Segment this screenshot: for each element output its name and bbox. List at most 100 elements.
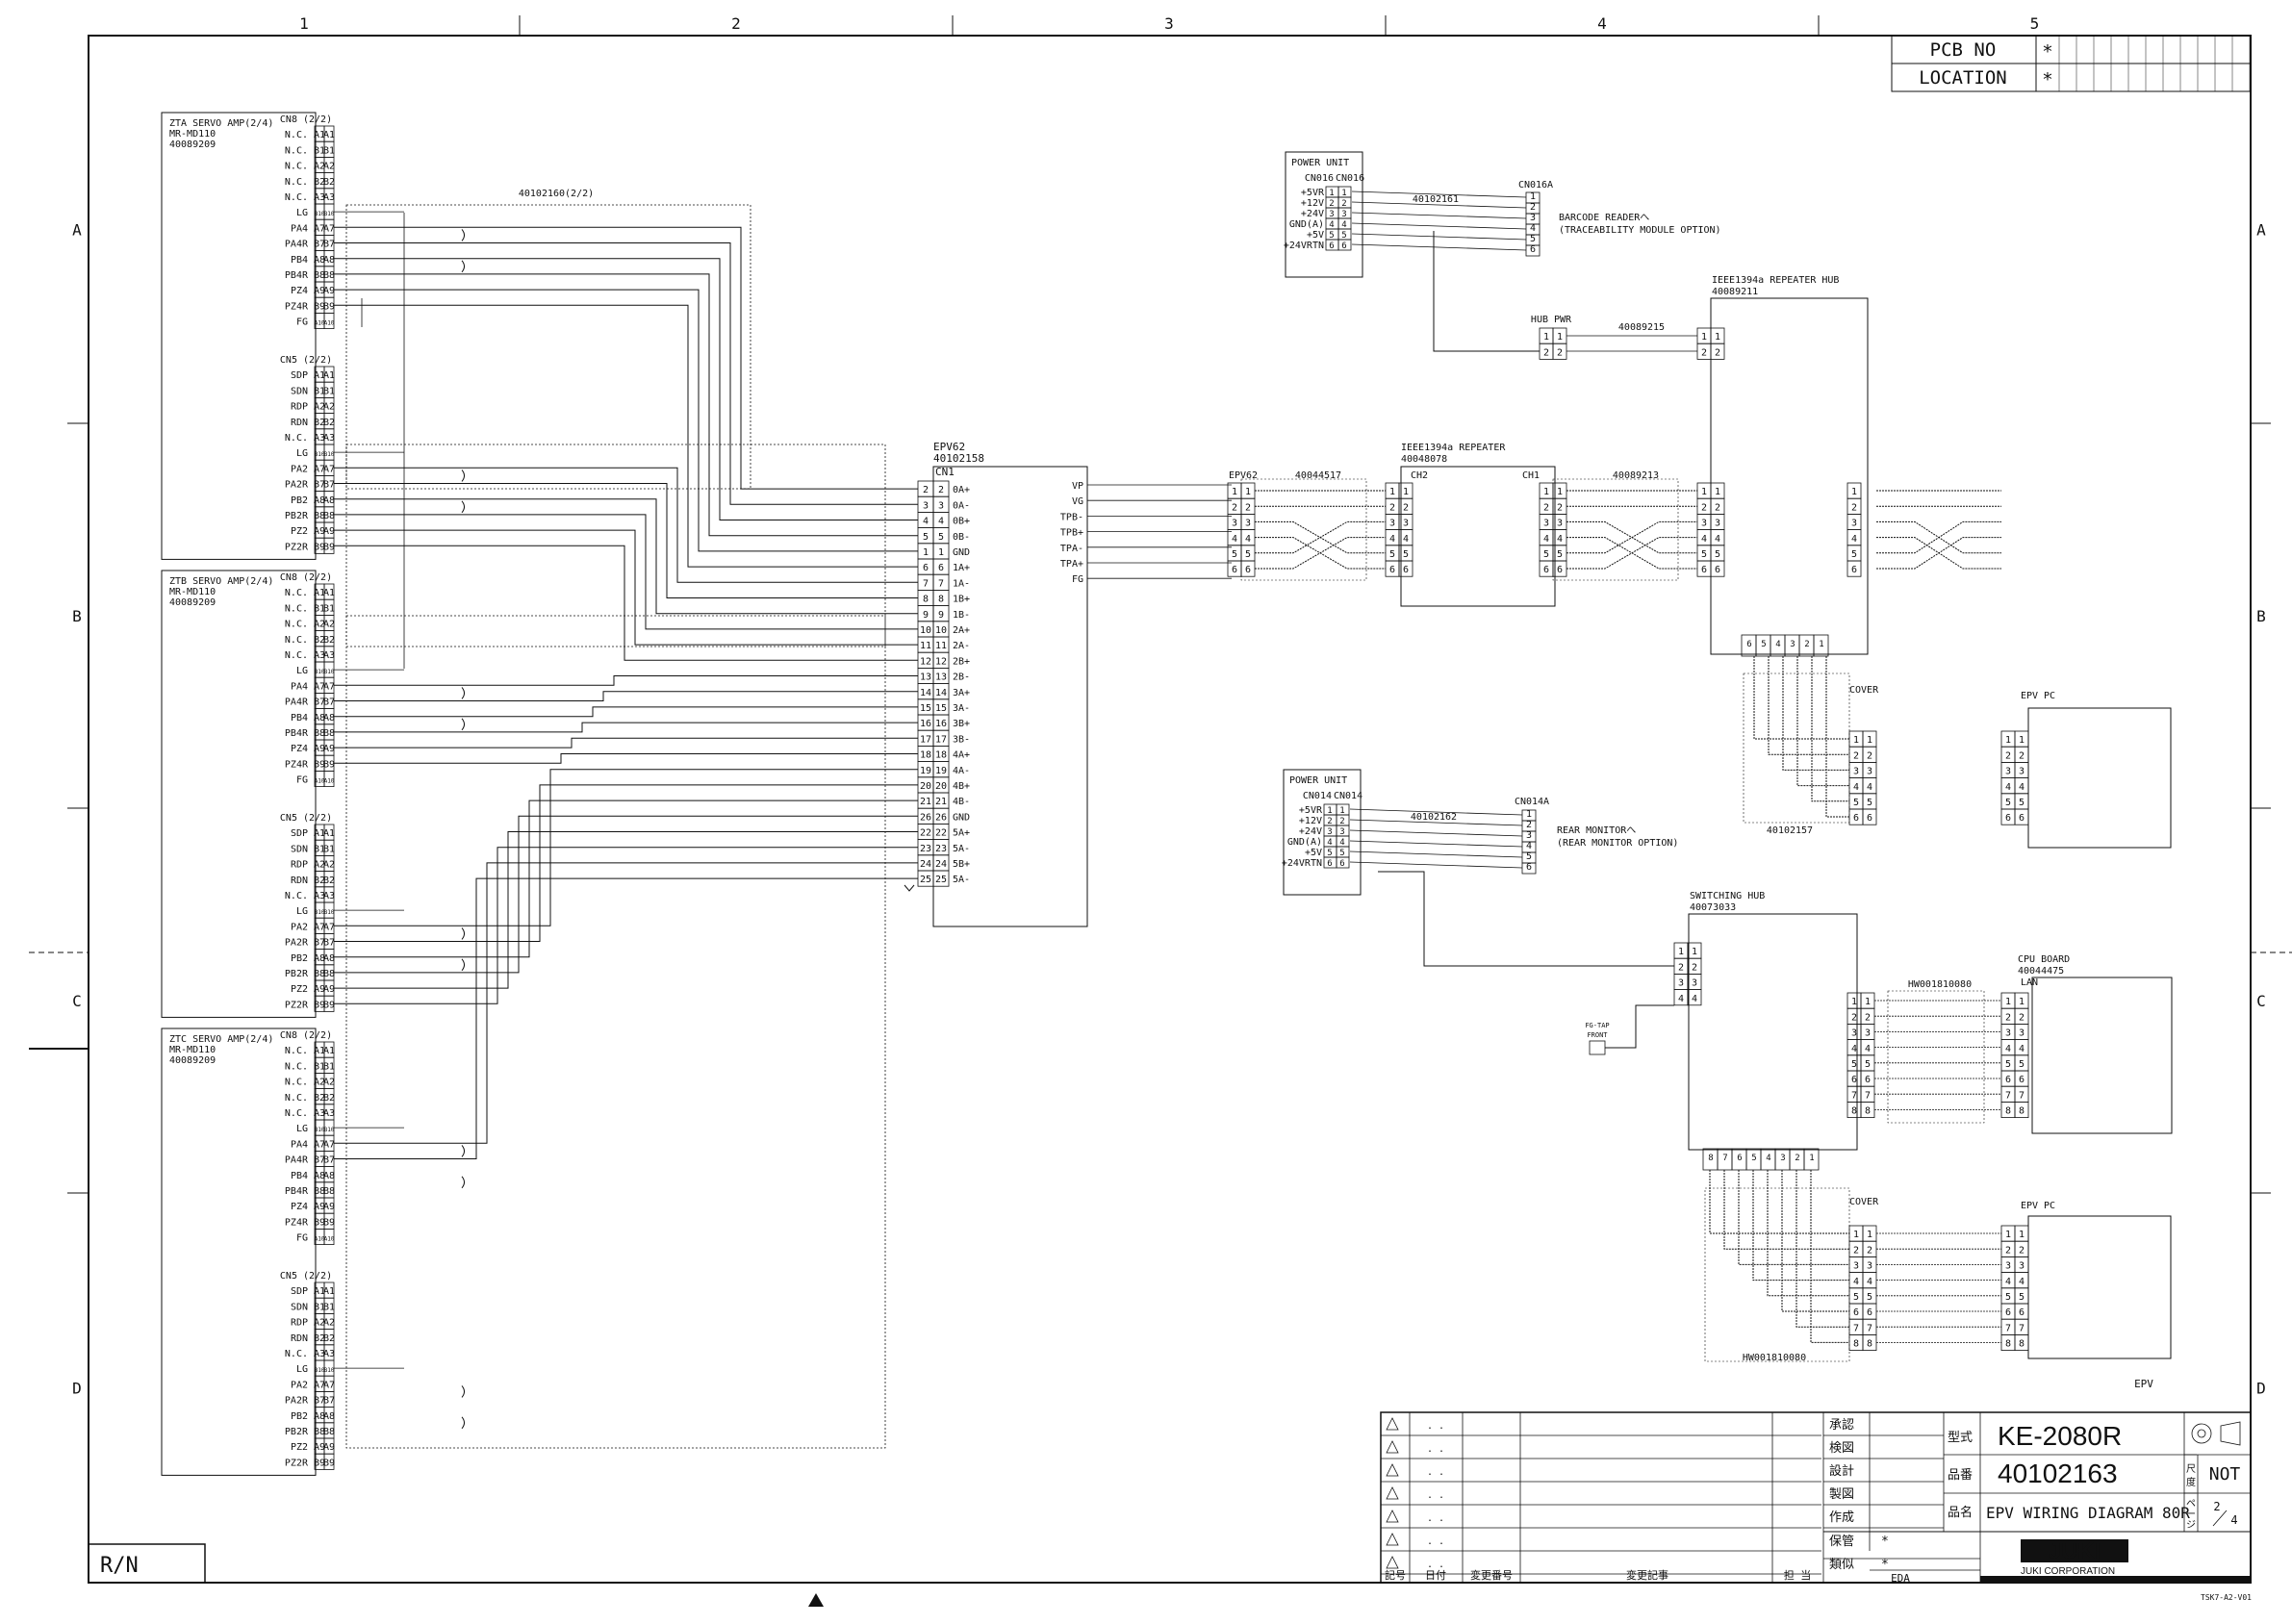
harness-outline <box>1743 672 1850 824</box>
hub-pwr-pin: 2 <box>1557 347 1563 358</box>
cpu-board-part: 40044475 <box>2018 966 2064 977</box>
cover-top-pin: 5 <box>1867 798 1872 808</box>
cn8-pin: B10 <box>324 669 335 675</box>
cn8-pin: A10 <box>315 320 325 327</box>
epv62-pin-no: 5 <box>938 532 944 543</box>
switch-bottom-pin: 1 <box>1809 1154 1814 1163</box>
cn8-signal: LG <box>296 208 308 218</box>
epv-pc-top-pin: 2 <box>2005 750 2011 761</box>
signal-wire <box>334 847 918 1004</box>
cn8-pin: B8 <box>323 270 335 281</box>
cn5-signal: PZ2R <box>285 542 309 552</box>
signal-wire <box>334 289 918 552</box>
repeater-hub-port-pin: 1 <box>1701 487 1707 497</box>
pu-b-wire <box>1349 850 1523 858</box>
epv62-pin-no: 12 <box>920 656 931 667</box>
epv62-pin-no: 5 <box>923 532 929 543</box>
cover-top-wire <box>1825 656 1849 818</box>
epv62-right-signal: FG <box>1072 574 1083 585</box>
cn5-pin: A3 <box>314 891 325 901</box>
cable-label: 40089215 <box>1618 322 1665 333</box>
epv62-pin-no: 25 <box>935 875 947 885</box>
cn5-pin: A8 <box>323 953 335 964</box>
cn8-signal: N.C. <box>285 162 308 172</box>
cn8-pin: A1 <box>323 1046 335 1056</box>
repeater-ch1-pin: 6 <box>1543 565 1549 575</box>
drawing-name: EPV WIRING DIAGRAM 80R <box>1986 1504 2190 1522</box>
zone-col-label: 1 <box>299 14 309 33</box>
cn8-pin: B8 <box>314 728 325 739</box>
cover-bottom-pin: 5 <box>1867 1292 1872 1303</box>
cn5-pin: B7 <box>314 938 325 949</box>
cn5-pin: A1 <box>314 1286 325 1297</box>
epv62-link-pin: 2 <box>1232 502 1237 513</box>
cn8-pin: A9 <box>314 744 325 754</box>
power-unit-b-signal: +5VR <box>1299 805 1323 816</box>
cn8-pin: A8 <box>323 255 335 266</box>
cn5-pin: A7 <box>314 1380 325 1390</box>
harness-outline <box>1240 478 1367 581</box>
lan-right-pin: 6 <box>2019 1075 2025 1085</box>
cn8-signal: N.C. <box>285 650 308 661</box>
cn8-pin: B8 <box>314 1186 325 1197</box>
cn8-pin: B9 <box>314 301 325 312</box>
cn8-pin: B10 <box>315 669 325 675</box>
cn8-pin: B2 <box>314 635 325 646</box>
company-bar <box>1980 1576 2251 1583</box>
epv-pc-label: EPV PC <box>2021 691 2055 701</box>
epv-pc-top-pin: 5 <box>2019 798 2025 808</box>
lan-left-pin: 6 <box>1851 1075 1857 1085</box>
repeater-ch1-pin: 5 <box>1543 549 1549 560</box>
power-unit-b-pin: 6 <box>1327 859 1332 869</box>
cover-top-wire <box>1753 656 1849 740</box>
fg-tap-line1: FG-TAP <box>1585 1022 1609 1029</box>
repeater-ch2-pin: 1 <box>1403 487 1409 497</box>
cn5-signal: RDP <box>291 402 308 413</box>
cn5-pin: B10 <box>315 1367 325 1374</box>
epv62-pin-no: 9 <box>923 610 929 621</box>
center-arrow <box>808 1593 824 1607</box>
power-unit-b-signal: +5V <box>1305 848 1322 858</box>
cn5-signal: RDP <box>291 860 308 871</box>
cn8-pin: A1 <box>323 588 335 598</box>
pu-b-wire <box>1349 840 1523 848</box>
col-change: 変更記事 <box>1626 1568 1668 1582</box>
cn5-pin: B9 <box>314 1000 325 1010</box>
cn5-pin: B10 <box>324 451 335 458</box>
cn5-pin: A9 <box>314 1442 325 1453</box>
cn5-pin: B1 <box>314 844 325 854</box>
power-unit-a-cn: CN016 <box>1336 173 1364 184</box>
cover-top-pin: 5 <box>1853 798 1859 808</box>
epv62-pin-no: 7 <box>923 578 929 589</box>
epv62-signal: 3A+ <box>953 688 970 698</box>
approval-label: 製図 <box>1829 1487 1854 1502</box>
lan-left-pin: 8 <box>1851 1106 1857 1117</box>
title-block-frame <box>1380 1411 2252 1584</box>
repeater-hub-port-pin: 4 <box>1701 534 1707 545</box>
cn8-signal: PZ4 <box>291 286 308 296</box>
hub-bottom-pin: 6 <box>1746 640 1751 649</box>
cn8-signal: PB4R <box>285 728 309 739</box>
signal-wire <box>334 514 918 630</box>
crossed-wire <box>1255 537 1386 570</box>
cover-bottom-pin: 5 <box>1853 1292 1859 1303</box>
epv62-signal: 5A- <box>953 844 970 854</box>
repeater-hub-port2-pin: 5 <box>1851 549 1857 560</box>
approval-label: 承認 <box>1829 1417 1854 1433</box>
rev-date: . . <box>1427 1513 1444 1524</box>
cn8-pin: B9 <box>323 1217 335 1228</box>
epv62-signal: 3A- <box>953 703 970 714</box>
cn5-pin: A3 <box>314 1349 325 1359</box>
cn8-signal: PA4R <box>285 240 309 250</box>
cn5-signal: SDP <box>291 1286 308 1297</box>
name-label: 品名 <box>1948 1505 1973 1520</box>
epv62-pin-no: 21 <box>935 797 947 807</box>
power-unit-b-box <box>1283 769 1362 896</box>
repeater-ch2-pin: 2 <box>1389 502 1395 513</box>
cn5-pin: B7 <box>314 480 325 491</box>
pu-b-wire <box>1349 808 1523 816</box>
repeater-ch2-pin: 5 <box>1389 549 1395 560</box>
cn5-pin: B8 <box>314 1427 325 1437</box>
switching-hub-port-pin: 4 <box>1692 994 1697 1004</box>
